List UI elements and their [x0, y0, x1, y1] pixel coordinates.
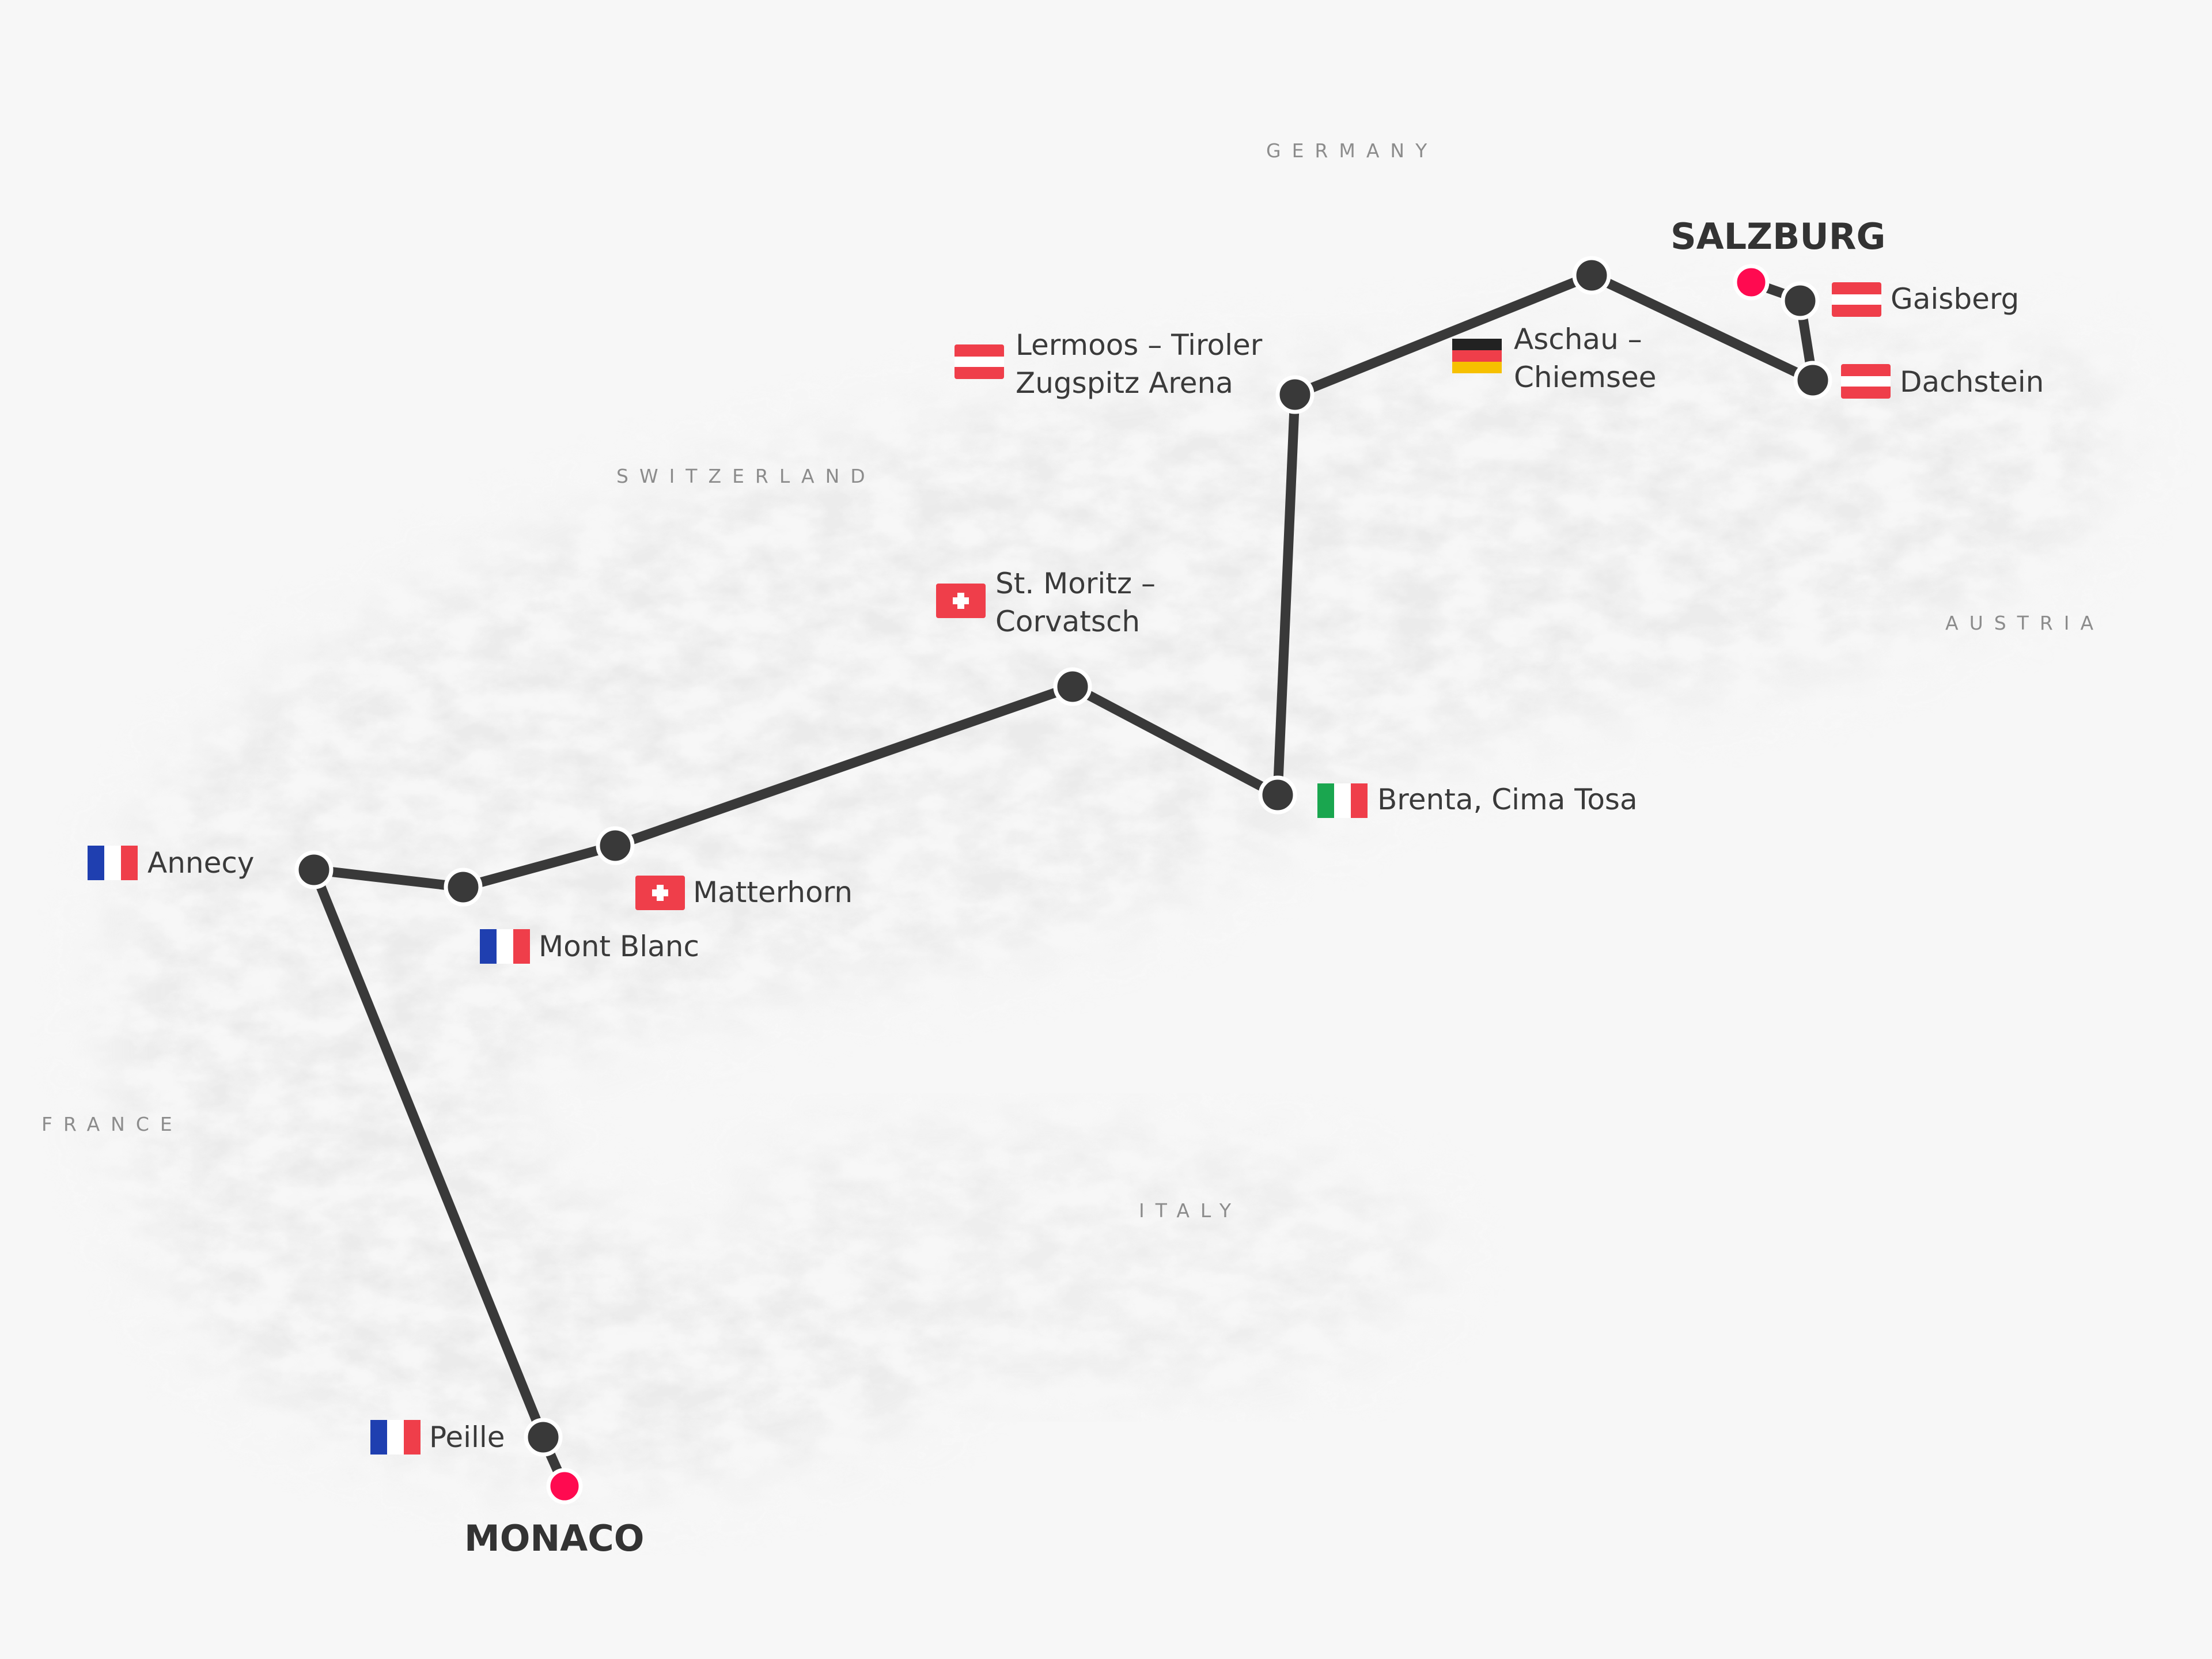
switzerland-flag	[635, 876, 685, 910]
stop-label-matterhorn: Matterhorn	[693, 876, 853, 909]
stop-label-mont-blanc: Mont Blanc	[539, 930, 699, 963]
austria-flag	[955, 344, 1004, 379]
austria-flag	[1841, 364, 1891, 399]
stop-label-brenta: Brenta, Cima Tosa	[1377, 783, 1638, 816]
stop-marker-mont-blanc[interactable]	[444, 868, 483, 907]
stop-label-line: Corvatsch	[995, 605, 1140, 638]
stop-marker-matterhorn[interactable]	[596, 826, 635, 865]
stop-marker-st-moritz[interactable]	[1053, 667, 1092, 706]
endpoint-label-salzburg: SALZBURG	[1671, 215, 1885, 257]
stop-label-line: Aschau –	[1514, 323, 1642, 356]
endpoint-label-monaco: MONACO	[464, 1517, 644, 1559]
italy-flag	[1317, 783, 1368, 818]
stop-marker-lermoos[interactable]	[1275, 375, 1315, 414]
endpoint-marker-monaco[interactable]	[546, 1468, 583, 1505]
france-flag	[370, 1420, 421, 1455]
country-label-switzerland: SWITZERLAND	[616, 465, 876, 487]
stop-marker-peille[interactable]	[524, 1418, 563, 1457]
stop-label-line: Chiemsee	[1514, 361, 1657, 394]
stop-label-line: Zugspitz Arena	[1016, 366, 1233, 400]
endpoint-marker-salzburg[interactable]	[1733, 264, 1770, 301]
switzerland-flag	[936, 584, 986, 618]
stop-label-gaisberg: Gaisberg	[1891, 282, 2019, 316]
stop-label-annecy: Annecy	[147, 846, 254, 880]
stop-label-st-moritz: St. Moritz – Corvatsch	[995, 567, 1165, 638]
stop-label-dachstein: Dachstein	[1900, 365, 2044, 399]
stop-marker-aschau-chiemsee[interactable]	[1572, 256, 1611, 295]
austria-flag	[1832, 282, 1881, 317]
stop-label-line: Lermoos – Tiroler	[1016, 328, 1263, 362]
france-flag	[480, 929, 530, 964]
country-label-germany: GERMANY	[1266, 139, 1438, 162]
france-flag	[88, 846, 138, 880]
stop-label-aschau-chiemsee: Aschau – Chiemsee	[1514, 323, 1657, 394]
stop-marker-annecy[interactable]	[294, 850, 334, 889]
germany-flag	[1452, 339, 1502, 373]
stop-marker-dachstein[interactable]	[1793, 361, 1832, 400]
country-label-austria: AUSTRIA	[1945, 612, 2104, 634]
stop-marker-brenta[interactable]	[1258, 775, 1297, 815]
country-label-italy: ITALY	[1139, 1199, 1242, 1222]
stop-label-lermoos: Lermoos – Tiroler Zugspitz Arena	[1016, 328, 1271, 400]
stop-label-peille: Peille	[429, 1421, 505, 1454]
stop-marker-gaisberg[interactable]	[1781, 281, 1820, 320]
country-label-france: FRANCE	[41, 1113, 183, 1135]
stop-label-line: St. Moritz –	[995, 567, 1156, 600]
